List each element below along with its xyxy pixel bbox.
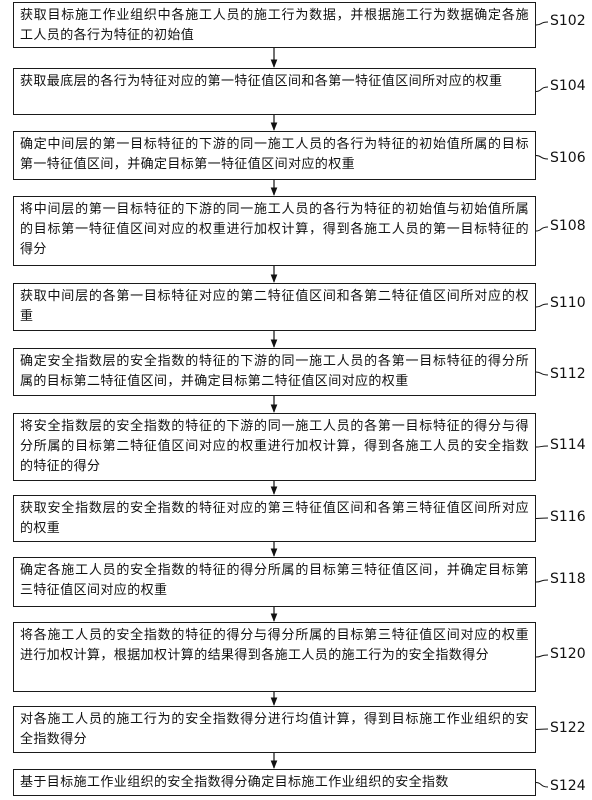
step-text-s116: 获取安全指数层的安全指数的特征对应的第三特征值区间和各第三特征值区间所对应的权重: [20, 501, 529, 536]
step-leader-line: [535, 445, 549, 448]
step-leader-line: [535, 517, 549, 519]
step-box-s118: 确定各施工人员的安全指数的特征的得分所属的目标第三特征值区间，并确定目标第三特征…: [13, 557, 536, 607]
step-box-s102: 获取目标施工作业组织中各施工人员的施工行为数据，并根据施工行为数据确定各施工人员…: [13, 2, 536, 48]
step-label-s104: S104: [550, 78, 586, 94]
step-label-s110: S110: [550, 295, 586, 311]
step-text-s112: 确定安全指数层的安全指数的特征的下游的同一施工人员的各第一目标特征的得分所属的目…: [20, 354, 529, 389]
step-text-s102: 获取目标施工作业组织中各施工人员的施工行为数据，并根据施工行为数据确定各施工人员…: [20, 8, 529, 43]
step-label-s106: S106: [550, 150, 586, 166]
step-label-s124: S124: [550, 778, 586, 794]
step-leader-line: [535, 579, 549, 583]
step-label-s102: S102: [550, 13, 586, 29]
step-label-s116: S116: [550, 509, 586, 525]
step-text-s122: 对各施工人员的施工行为的安全指数得分进行均值计算，得到目标施工作业组织的安全指数…: [20, 712, 529, 747]
step-leader-line: [535, 654, 549, 658]
step-label-s118: S118: [550, 571, 586, 587]
step-box-s116: 获取安全指数层的安全指数的特征对应的第三特征值区间和各第三特征值区间所对应的权重: [13, 495, 536, 542]
step-box-s114: 将安全指数层的安全指数的特征的下游的同一施工人员的各第一目标特征的得分与得分所属…: [13, 413, 536, 481]
step-box-s120: 将各施工人员的安全指数的特征的得分与得分所属的目标第三特征值区间对应的权重进行加…: [13, 622, 536, 692]
step-text-s124: 基于目标施工作业组织的安全指数得分确定目标施工作业组织的安全指数: [20, 775, 449, 790]
step-box-s106: 确定中间层的第一目标特征的下游的同一施工人员的各行为特征的初始值所属的目标第一特…: [13, 131, 536, 180]
step-label-s114: S114: [550, 437, 586, 453]
step-label-s108: S108: [550, 218, 586, 234]
step-text-s120: 将各施工人员的安全指数的特征的得分与得分所属的目标第三特征值区间对应的权重进行加…: [20, 628, 529, 663]
step-leader-line: [535, 86, 549, 92]
step-box-s112: 确定安全指数层的安全指数的特征的下游的同一施工人员的各第一目标特征的得分所属的目…: [13, 348, 536, 396]
step-leader-line: [535, 226, 549, 232]
step-box-s110: 获取中间层的各第一目标特征对应的第二特征值区间和各第二特征值区间所对应的权重: [13, 283, 536, 331]
step-text-s118: 确定各施工人员的安全指数的特征的得分所属的目标第三特征值区间，并确定目标第三特征…: [20, 563, 529, 598]
step-text-s114: 将安全指数层的安全指数的特征的下游的同一施工人员的各第一目标特征的得分与得分所属…: [20, 419, 529, 474]
step-text-s104: 获取最底层的各行为特征对应的第一特征值区间和各第一特征值区间所对应的权重: [20, 74, 503, 89]
step-box-s124: 基于目标施工作业组织的安全指数得分确定目标施工作业组织的安全指数: [13, 769, 536, 796]
step-text-s110: 获取中间层的各第一目标特征对应的第二特征值区间和各第二特征值区间所对应的权重: [20, 289, 529, 324]
step-label-s122: S122: [550, 720, 586, 736]
step-leader-line: [535, 155, 549, 160]
step-leader-line: [535, 728, 549, 730]
step-label-s120: S120: [550, 646, 586, 662]
step-box-s104: 获取最底层的各行为特征对应的第一特征值区间和各第一特征值区间所对应的权重: [13, 68, 536, 115]
step-leader-line: [535, 782, 549, 788]
step-label-s112: S112: [550, 366, 586, 382]
step-leader-line: [535, 21, 549, 26]
step-leader-line: [535, 303, 549, 308]
step-box-s122: 对各施工人员的施工行为的安全指数得分进行均值计算，得到目标施工作业组织的安全指数…: [13, 706, 536, 753]
step-leader-line: [535, 371, 549, 376]
step-text-s108: 将中间层的第一目标特征的下游的同一施工人员的各行为特征的初始值与初始值所属的目标…: [20, 202, 529, 257]
step-box-s108: 将中间层的第一目标特征的下游的同一施工人员的各行为特征的初始值与初始值所属的目标…: [13, 196, 536, 266]
step-text-s106: 确定中间层的第一目标特征的下游的同一施工人员的各行为特征的初始值所属的目标第一特…: [20, 137, 529, 172]
